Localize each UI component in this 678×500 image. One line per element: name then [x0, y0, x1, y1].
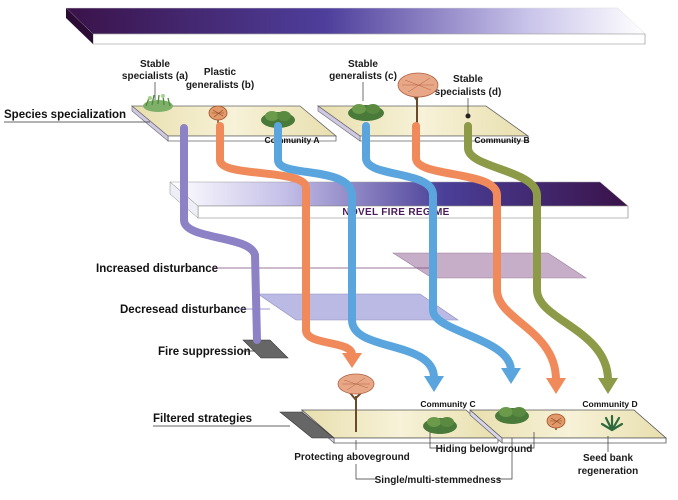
decreased-disturbance-label: Decresead disturbance: [120, 304, 247, 316]
decreased-disturbance-plane: [257, 293, 459, 321]
species-specialization-label: Species specialization: [4, 109, 126, 121]
protecting-aboveground-label: Protecting aboveground: [294, 452, 410, 463]
species-labels: Stable specialists (a) Plastic generalis…: [122, 59, 501, 119]
flow-species-a-path: [180, 124, 261, 344]
increased-disturbance-plane: [391, 252, 588, 279]
species-d-marker: [465, 113, 471, 119]
protecting-tree-icon: [337, 373, 375, 432]
community-d-label: Community D: [582, 399, 637, 409]
species-b-line2: generalists (b): [186, 80, 254, 91]
seed-bank-line1: Seed bank: [583, 453, 633, 464]
flow-species-c-path: [362, 122, 515, 374]
species-d-line1: Stable: [453, 74, 483, 85]
flow-community-b-tree-path: [412, 122, 560, 384]
hiding-belowground-label: Hiding belowground: [436, 444, 533, 455]
filtered-strategies-plane: [279, 411, 335, 439]
species-a-line2: specialists (a): [122, 71, 188, 82]
species-b-line1: Plastic: [204, 67, 237, 78]
increased-disturbance-label: Increased disturbance: [96, 263, 218, 275]
stemmedness-label: Single/multi-stemmedness: [375, 475, 502, 486]
filtered-strategies-label: Filtered strategies: [153, 413, 252, 425]
stable-generalist-c-bush-icon: [348, 104, 384, 121]
fire-suppression-label: Fire suppression: [158, 346, 251, 358]
flow-community-a-bush-arrow: [424, 376, 444, 392]
novel-fire-regime-label: NOVEL FIRE REGIME: [342, 207, 449, 218]
stemmedness-bracket: [355, 438, 513, 480]
community-d-bush-icon: [495, 407, 529, 424]
flow-species-d-arrow: [598, 378, 618, 394]
species-d-line2: specialists (d): [435, 87, 502, 98]
flow-species-b-path: [216, 122, 356, 359]
hiding-bracket: [429, 432, 535, 449]
stable-specialist-a-plant-icon: [143, 94, 173, 112]
plastic-generalist-b-shrub-icon: [208, 105, 228, 123]
flow-species-b-arrow: [342, 353, 362, 368]
flow-species-d-path: [464, 122, 612, 384]
novel-fire-regime-bar: NOVEL FIRE REGIME: [169, 181, 629, 219]
community-a-bush-icon: [261, 111, 295, 128]
community-b-tree-icon: [397, 72, 439, 128]
community-b-label: Community B: [474, 135, 529, 145]
current-fire-regime-label: CURRENT FIRE REGIME: [229, 34, 351, 45]
community-c-bush-icon: [423, 417, 457, 434]
community-c-label: Community C: [420, 399, 475, 409]
flow-community-b-tree-arrow: [546, 378, 566, 394]
flow-species-c-arrow: [501, 368, 521, 384]
seed-bank-line2: regeneration: [578, 466, 639, 477]
community-d-shrub-icon: [546, 413, 566, 430]
species-a-line1: Stable: [140, 59, 170, 70]
species-c-line2: generalists (c): [329, 71, 397, 82]
current-fire-regime-bar: CURRENT FIRE REGIME: [65, 7, 646, 45]
species-c-line1: Stable: [348, 59, 378, 70]
seed-bank-seedling-icon: [600, 414, 624, 432]
flow-community-a-bush-path: [274, 122, 438, 382]
community-a-label: Community A: [265, 135, 320, 145]
